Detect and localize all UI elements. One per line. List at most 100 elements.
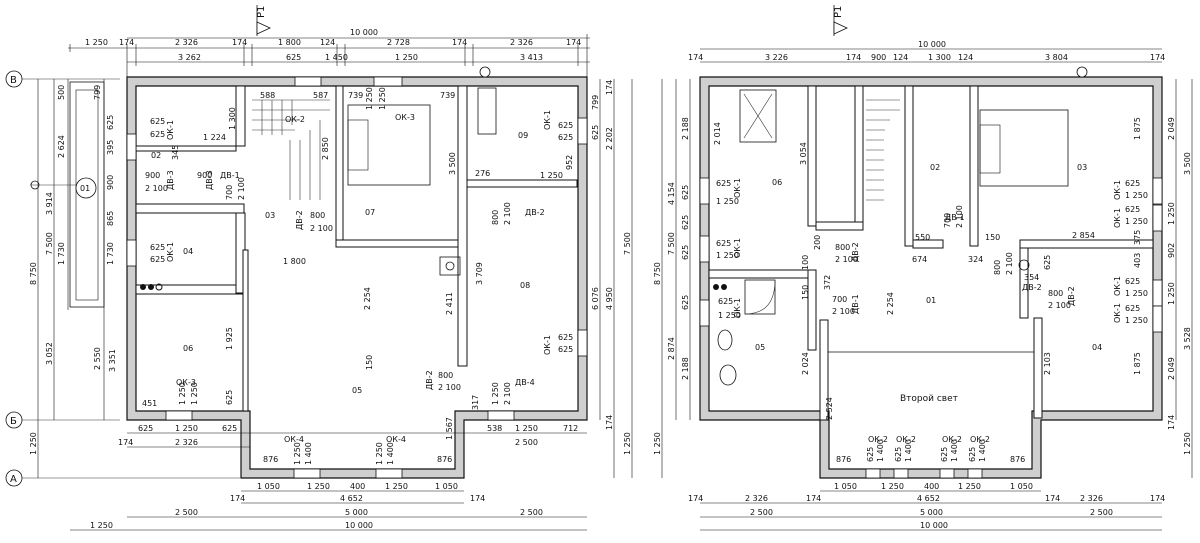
dim-label: 1 250 xyxy=(178,382,187,405)
dv-label: ДВ-2 xyxy=(1067,286,1076,306)
p2-bottom-dim: 2 500 xyxy=(750,508,773,517)
ok-label: ОК-3 xyxy=(395,113,415,122)
dim-label: 800 xyxy=(835,243,850,252)
p1-boiler xyxy=(439,256,461,276)
p2-right-dim: 174 xyxy=(1167,415,1176,430)
dim-label: 1 400 xyxy=(386,442,395,465)
p2-sink xyxy=(717,329,733,351)
dim-label: 739 xyxy=(440,91,455,100)
p1-right-dim: 625 xyxy=(591,125,600,140)
dv-label: ДВ-3 xyxy=(166,170,175,190)
ok-label: 1 250 xyxy=(1125,316,1148,325)
dim-label: 2 100 xyxy=(955,205,964,228)
dim-label: 550 xyxy=(915,233,930,242)
p2-right-dim: 1 250 xyxy=(1183,432,1192,455)
p2-top-dim: 3 804 xyxy=(1045,53,1068,62)
dim-label: 150 xyxy=(365,355,374,370)
p1-bottom-dim: 2 500 xyxy=(175,508,198,517)
p1-bottom-dim: 1 250 xyxy=(90,521,113,530)
ok-label: ОК-1 xyxy=(166,120,175,140)
p2-right-dim: 902 xyxy=(1167,243,1176,258)
p2-left-dim: 625 xyxy=(681,295,690,310)
p2-right-dim: 2 049 xyxy=(1167,357,1176,380)
p2-right-dim: 3 500 xyxy=(1183,152,1192,175)
p2-bottom-dim: 876 xyxy=(836,455,851,464)
room-label: 04 xyxy=(1092,343,1102,352)
p1-bottom-dim: 174 xyxy=(118,438,133,447)
p1-sofa xyxy=(477,87,497,135)
p2-stairs xyxy=(866,99,900,201)
ok-label: ОК-2 xyxy=(868,435,888,444)
p1-left-dim: 1 730 xyxy=(57,242,66,265)
p2-bottom-dim: 2 500 xyxy=(1090,508,1113,517)
p2-bottom-dim: 4 652 xyxy=(917,494,940,503)
dim-label: 625 xyxy=(866,447,875,462)
dim-label: 1 250 xyxy=(375,442,384,465)
p2-bottom-dim: 1 050 xyxy=(834,482,857,491)
p1-bottom-dim: 1 050 xyxy=(257,482,280,491)
dim-label: 800 xyxy=(993,260,1002,275)
dim-label: 1 250 xyxy=(293,442,302,465)
p2-top-dim: 1 300 xyxy=(928,53,951,62)
p2-right-dim: 1 250 xyxy=(1167,282,1176,305)
axis-label: Б xyxy=(10,416,17,427)
ok-label: ОК-1 xyxy=(543,335,552,355)
dim-label: 1 224 xyxy=(203,133,226,142)
dim-label: 2 854 xyxy=(1072,231,1095,240)
p2-bottom-dim: 174 xyxy=(806,494,821,503)
room-label: 02 xyxy=(930,163,940,172)
p2-left-dim: 2 874 xyxy=(667,337,676,360)
p1-right-dim: 7 500 xyxy=(623,232,632,255)
p1-left-dim: 3 914 xyxy=(45,192,54,215)
dim-label: 800 xyxy=(491,210,500,225)
dim-label: 2 100 xyxy=(1048,301,1071,310)
room-label: 03 xyxy=(1077,163,1087,172)
ok-label: 625 xyxy=(716,239,731,248)
section-mark: Р1 xyxy=(256,6,267,18)
p1-room-01-marker xyxy=(75,177,97,199)
ok-label: ОК-4 xyxy=(386,435,406,444)
p2-skylight xyxy=(739,89,777,143)
p1-top-dim: 174 xyxy=(119,38,134,47)
dim-label: 2 524 xyxy=(825,397,834,420)
plan-first-floor: Р1 10 000 1 250 174 2 326 174 1 800 124 … xyxy=(5,5,633,531)
room-label: 06 xyxy=(183,344,193,353)
vent-icon xyxy=(1076,66,1088,78)
p1-bottom-dim: 625 xyxy=(222,424,237,433)
dim-label: 2 103 xyxy=(1043,352,1052,375)
dim-label: 2 100 xyxy=(310,224,333,233)
dim-label: 588 xyxy=(260,91,275,100)
p2-top-dim: 124 xyxy=(893,53,908,62)
ok-label: ОК-1 xyxy=(166,242,175,262)
dv-label: ДВ-1 xyxy=(851,294,860,314)
p1-balcony xyxy=(69,81,105,308)
p2-shower xyxy=(744,279,776,315)
p1-top-dim: 1 250 xyxy=(85,38,108,47)
ok-label: ОК-1 xyxy=(1113,303,1122,323)
ok-label: 625 xyxy=(150,117,165,126)
p2-bed xyxy=(979,109,1069,187)
p1-bottom-dim: 5 000 xyxy=(345,508,368,517)
ok-label: 1 250 xyxy=(1125,217,1148,226)
dv-label: ДВ-3 xyxy=(205,170,214,190)
ok-label: ОК-2 xyxy=(942,435,962,444)
p1-top-dim: 2 326 xyxy=(510,38,533,47)
p1-top-total: 10 000 xyxy=(350,28,378,37)
p2-bottom-dim: 1 050 xyxy=(1010,482,1033,491)
p2-left-dim: 625 xyxy=(681,215,690,230)
dv-label: ДВ-1 xyxy=(945,213,965,222)
ok-label: ОК-2 xyxy=(285,115,305,124)
dim-label: 2 100 xyxy=(503,382,512,405)
p1-left-total: 8 750 xyxy=(29,262,38,285)
ok-label: 625 xyxy=(718,297,733,306)
dv-label: ДВ-2 xyxy=(851,242,860,262)
p1-second-dim: 3 413 xyxy=(520,53,543,62)
dim-label: 1 400 xyxy=(978,439,987,462)
dim-label: 1 875 xyxy=(1133,117,1142,140)
dim-label: 739 xyxy=(348,91,363,100)
ok-label: 625 xyxy=(558,345,573,354)
p2-bottom-dim: 5 000 xyxy=(920,508,943,517)
dim-label: 2 100 xyxy=(835,255,858,264)
dim-label: 1 875 xyxy=(1133,352,1142,375)
